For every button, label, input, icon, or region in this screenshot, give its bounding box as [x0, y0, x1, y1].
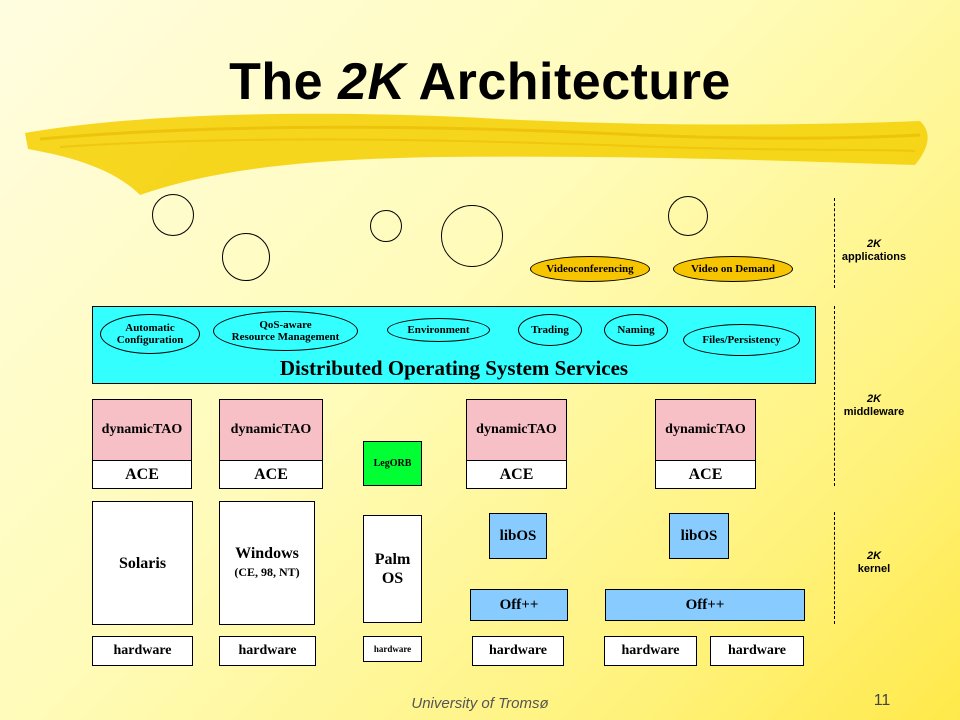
palm-os-box: Palm OS [363, 515, 422, 623]
dynamictao-box: dynamicTAO [466, 399, 567, 461]
layer-separator [834, 306, 835, 486]
solaris-label: Solaris [118, 554, 167, 572]
service-label: Automatic Configuration [116, 322, 184, 346]
app-videoconferencing: Videoconferencing [530, 256, 650, 282]
service-label: Trading [531, 324, 569, 336]
service-automatic-configuration: Automatic Configuration [100, 314, 200, 354]
application-circle [222, 233, 270, 281]
legorb-box: LegORB [363, 441, 422, 486]
service-naming: Naming [604, 314, 668, 346]
hardware-box: hardware [92, 636, 193, 666]
hardware-label: hardware [488, 643, 548, 658]
hardware-label: hardware [621, 643, 680, 658]
service-qos-resource-management: QoS-aware Resource Management [213, 311, 358, 351]
service-label: Naming [617, 324, 655, 336]
solaris-box: Solaris [92, 501, 193, 625]
service-trading: Trading [518, 314, 582, 346]
layer-name: kernel [857, 563, 891, 575]
brush-stroke-decoration [25, 113, 928, 195]
ace-label: ACE [125, 465, 159, 483]
libos-label: libOS [680, 527, 718, 544]
page-title: The 2K Architecture [0, 52, 960, 112]
hardware-label: hardware [373, 644, 412, 654]
application-circle [441, 205, 503, 267]
services-panel-label: Distributed Operating System Services [279, 356, 629, 380]
service-environment: Environment [387, 318, 490, 342]
app-label: Videoconferencing [546, 263, 634, 275]
libos-box: libOS [669, 513, 729, 559]
title-prefix: The [229, 53, 339, 111]
application-circle [370, 210, 402, 242]
hardware-box: hardware [604, 636, 697, 666]
dynamictao-box: dynamicTAO [219, 399, 323, 461]
ace-label: ACE [254, 465, 288, 483]
legorb-label: LegORB [373, 458, 412, 469]
page-number: 11 [873, 692, 891, 709]
application-circle [152, 194, 194, 236]
windows-versions: (CE, 98, NT) [234, 565, 300, 579]
hardware-box: hardware [219, 636, 316, 666]
service-label: QoS-aware Resource Management [231, 319, 340, 343]
service-files-persistency: Files/Persistency [683, 324, 800, 356]
offpp-box: Off++ [605, 589, 805, 621]
hardware-label: hardware [727, 643, 787, 658]
ace-box: ACE [219, 460, 323, 489]
layer-k: 2K [866, 550, 882, 562]
dynamictao-label: dynamicTAO [476, 422, 557, 437]
service-label: Environment [407, 324, 470, 336]
ace-label: ACE [499, 465, 534, 483]
layer-k: 2K [866, 393, 882, 405]
libos-box: libOS [489, 513, 547, 559]
dynamictao-box: dynamicTAO [655, 399, 756, 461]
title-emphasis: 2K [338, 53, 406, 111]
offpp-box: Off++ [470, 589, 568, 621]
app-video-on-demand: Video on Demand [673, 256, 793, 282]
hardware-box: hardware [472, 636, 564, 666]
ace-box: ACE [92, 460, 192, 489]
windows-box: Windows (CE, 98, NT) [219, 501, 315, 625]
hardware-box: hardware [363, 636, 422, 662]
layer-separator [834, 512, 835, 624]
hardware-label: hardware [238, 643, 297, 658]
layer-name: applications [841, 251, 907, 263]
dynamictao-label: dynamicTAO [101, 422, 183, 437]
footer-affiliation: University of Tromsø [411, 695, 549, 712]
offpp-label: Off++ [685, 596, 725, 613]
dynamictao-label: dynamicTAO [665, 422, 746, 437]
layer-separator [834, 198, 835, 288]
libos-label: libOS [499, 527, 537, 544]
dynamictao-box: dynamicTAO [92, 399, 192, 461]
ace-label: ACE [688, 465, 723, 483]
palm-os-label: Palm OS [374, 551, 411, 587]
layer-k: 2K [866, 238, 882, 250]
application-circle [668, 196, 708, 236]
offpp-label: Off++ [499, 596, 539, 613]
service-label: Files/Persistency [702, 334, 781, 346]
app-label: Video on Demand [691, 263, 775, 275]
dynamictao-label: dynamicTAO [230, 422, 312, 437]
windows-label: Windows [235, 545, 299, 562]
title-suffix: Architecture [405, 53, 731, 111]
ace-box: ACE [466, 460, 567, 489]
ace-box: ACE [655, 460, 756, 489]
hardware-box: hardware [710, 636, 804, 666]
hardware-label: hardware [113, 643, 172, 658]
layer-name: middleware [843, 406, 905, 418]
